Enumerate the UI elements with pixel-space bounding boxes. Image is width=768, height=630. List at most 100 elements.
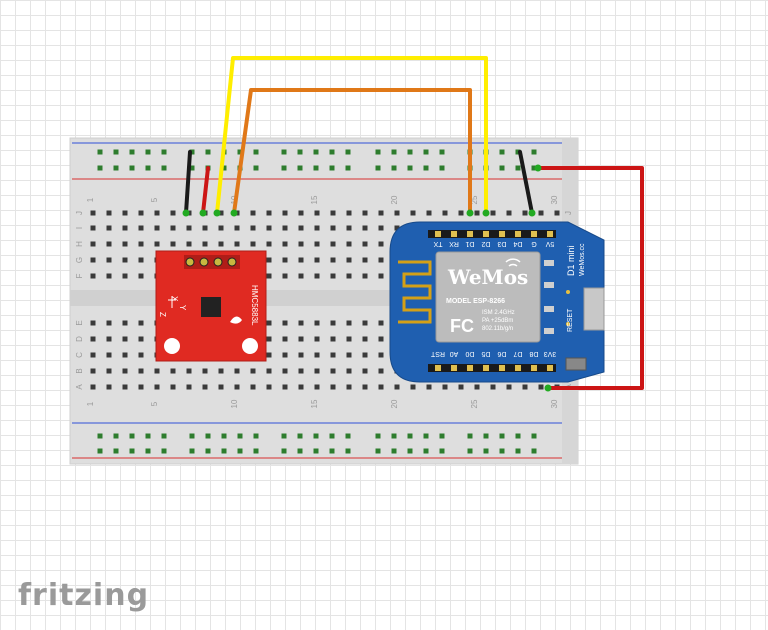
breadboard-hole[interactable] — [129, 448, 135, 454]
breadboard-hole[interactable] — [426, 210, 432, 216]
breadboard-hole[interactable] — [362, 225, 368, 231]
breadboard-hole[interactable] — [90, 225, 96, 231]
breadboard-hole[interactable] — [138, 384, 144, 390]
breadboard-hole[interactable] — [490, 384, 496, 390]
breadboard-hole[interactable] — [314, 257, 320, 263]
breadboard-hole[interactable] — [122, 273, 128, 279]
breadboard-hole[interactable] — [106, 336, 112, 342]
breadboard-hole[interactable] — [378, 352, 384, 358]
breadboard-hole[interactable] — [407, 165, 413, 171]
breadboard-hole[interactable] — [281, 448, 287, 454]
breadboard-hole[interactable] — [375, 149, 381, 155]
breadboard-hole[interactable] — [253, 165, 259, 171]
breadboard-hole[interactable] — [154, 368, 160, 374]
breadboard-hole[interactable] — [186, 368, 192, 374]
breadboard-hole[interactable] — [202, 241, 208, 247]
breadboard-hole[interactable] — [282, 273, 288, 279]
breadboard-hole[interactable] — [298, 273, 304, 279]
breadboard-hole[interactable] — [391, 433, 397, 439]
breadboard-hole[interactable] — [90, 210, 96, 216]
breadboard-hole[interactable] — [281, 165, 287, 171]
breadboard-hole[interactable] — [122, 384, 128, 390]
breadboard-hole[interactable] — [122, 210, 128, 216]
breadboard-hole[interactable] — [234, 241, 240, 247]
breadboard-hole[interactable] — [313, 433, 319, 439]
breadboard-hole[interactable] — [362, 241, 368, 247]
breadboard-hole[interactable] — [394, 384, 400, 390]
breadboard-hole[interactable] — [97, 433, 103, 439]
breadboard-hole[interactable] — [218, 384, 224, 390]
breadboard-hole[interactable] — [330, 257, 336, 263]
breadboard-hole[interactable] — [554, 210, 560, 216]
breadboard-hole[interactable] — [410, 210, 416, 216]
breadboard-hole[interactable] — [490, 210, 496, 216]
breadboard-hole[interactable] — [362, 273, 368, 279]
breadboard-hole[interactable] — [458, 384, 464, 390]
breadboard-hole[interactable] — [282, 384, 288, 390]
breadboard-hole[interactable] — [282, 225, 288, 231]
breadboard-hole[interactable] — [170, 241, 176, 247]
breadboard-hole[interactable] — [138, 273, 144, 279]
breadboard-hole[interactable] — [346, 384, 352, 390]
breadboard-hole[interactable] — [113, 448, 119, 454]
breadboard-hole[interactable] — [346, 257, 352, 263]
breadboard-hole[interactable] — [250, 368, 256, 374]
breadboard-hole[interactable] — [330, 241, 336, 247]
breadboard-hole[interactable] — [506, 384, 512, 390]
breadboard-hole[interactable] — [282, 210, 288, 216]
breadboard-hole[interactable] — [375, 165, 381, 171]
breadboard-hole[interactable] — [314, 368, 320, 374]
breadboard-hole[interactable] — [330, 336, 336, 342]
breadboard-hole[interactable] — [329, 448, 335, 454]
breadboard-hole[interactable] — [97, 165, 103, 171]
breadboard-hole[interactable] — [106, 241, 112, 247]
breadboard-hole[interactable] — [439, 448, 445, 454]
breadboard-hole[interactable] — [375, 433, 381, 439]
breadboard-hole[interactable] — [330, 352, 336, 358]
breadboard-hole[interactable] — [378, 384, 384, 390]
breadboard-hole[interactable] — [298, 241, 304, 247]
breadboard-hole[interactable] — [329, 149, 335, 155]
breadboard-hole[interactable] — [362, 352, 368, 358]
breadboard-hole[interactable] — [281, 433, 287, 439]
breadboard-hole[interactable] — [186, 225, 192, 231]
breadboard-hole[interactable] — [221, 165, 227, 171]
breadboard-hole[interactable] — [515, 433, 521, 439]
breadboard-hole[interactable] — [282, 368, 288, 374]
breadboard-hole[interactable] — [154, 241, 160, 247]
breadboard-hole[interactable] — [313, 165, 319, 171]
breadboard-hole[interactable] — [538, 384, 544, 390]
breadboard-hole[interactable] — [499, 165, 505, 171]
breadboard-hole[interactable] — [221, 433, 227, 439]
breadboard-hole[interactable] — [106, 320, 112, 326]
breadboard-hole[interactable] — [362, 368, 368, 374]
breadboard-hole[interactable] — [458, 210, 464, 216]
breadboard-hole[interactable] — [330, 273, 336, 279]
breadboard-hole[interactable] — [298, 210, 304, 216]
breadboard-hole[interactable] — [250, 241, 256, 247]
breadboard-hole[interactable] — [346, 241, 352, 247]
breadboard-hole[interactable] — [122, 352, 128, 358]
breadboard-hole[interactable] — [122, 320, 128, 326]
breadboard-hole[interactable] — [90, 336, 96, 342]
breadboard-hole[interactable] — [218, 241, 224, 247]
breadboard-hole[interactable] — [189, 448, 195, 454]
breadboard-hole[interactable] — [282, 352, 288, 358]
breadboard-hole[interactable] — [483, 433, 489, 439]
breadboard-hole[interactable] — [442, 384, 448, 390]
wire-red-3v3[interactable] — [536, 166, 644, 390]
breadboard-hole[interactable] — [234, 368, 240, 374]
breadboard-hole[interactable] — [205, 448, 211, 454]
breadboard-hole[interactable] — [90, 320, 96, 326]
breadboard-hole[interactable] — [329, 433, 335, 439]
breadboard-hole[interactable] — [170, 384, 176, 390]
breadboard-hole[interactable] — [506, 210, 512, 216]
breadboard-hole[interactable] — [106, 384, 112, 390]
breadboard-hole[interactable] — [298, 225, 304, 231]
breadboard-hole[interactable] — [499, 433, 505, 439]
breadboard-hole[interactable] — [362, 320, 368, 326]
breadboard-hole[interactable] — [423, 149, 429, 155]
breadboard-hole[interactable] — [314, 241, 320, 247]
breadboard-hole[interactable] — [106, 225, 112, 231]
breadboard-hole[interactable] — [202, 384, 208, 390]
